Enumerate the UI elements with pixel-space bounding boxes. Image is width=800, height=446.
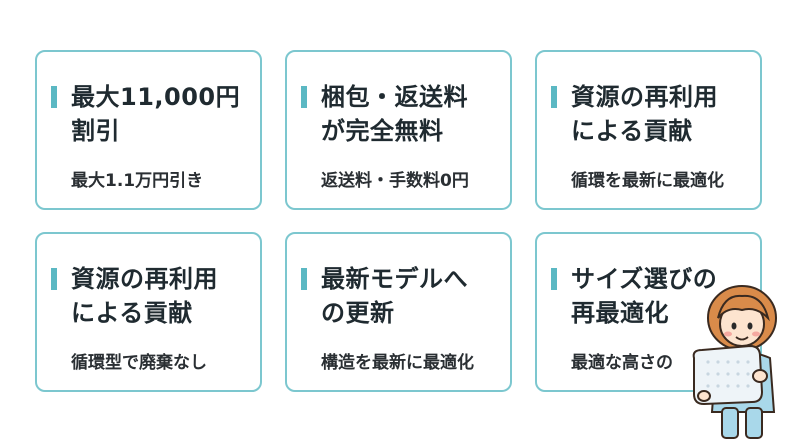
card-title: 資源の再利用 による貢献 [71,265,218,327]
benefit-card-model-update: 最新モデルへ の更新 構造を最新に最適化 [285,232,512,392]
card-subtitle: 循環型で廃棄なし [71,353,207,373]
card-subtitle: 循環を最新に最適化 [571,171,724,191]
benefit-card-discount: 最大11,000円 割引 最大1.1万円引き [35,50,262,210]
card-title: サイズ選びの 再最適化 [571,265,718,327]
card-title: 最大11,000円 割引 [71,83,241,145]
accent-bar [51,86,57,108]
card-subtitle: 最適な高さの [571,353,673,373]
card-subtitle: 返送料・手数料0円 [321,171,469,191]
benefit-card-recycling: 資源の再利用 による貢献 循環を最新に最適化 [535,50,762,210]
accent-bar [551,268,557,290]
accent-bar [301,268,307,290]
card-title: 最新モデルへ の更新 [321,265,468,327]
woman-holding-pillow-icon [692,285,777,439]
accent-bar [51,268,57,290]
card-subtitle: 最大1.1万円引き [71,171,204,191]
card-title: 資源の再利用 による貢献 [571,83,718,145]
benefit-card-recycling-2: 資源の再利用 による貢献 循環型で廃棄なし [35,232,262,392]
card-title: 梱包・返送料 が完全無料 [321,83,468,145]
benefit-card-free-shipping: 梱包・返送料 が完全無料 返送料・手数料0円 [285,50,512,210]
accent-bar [551,86,557,108]
card-subtitle: 構造を最新に最適化 [321,353,474,373]
accent-bar [301,86,307,108]
